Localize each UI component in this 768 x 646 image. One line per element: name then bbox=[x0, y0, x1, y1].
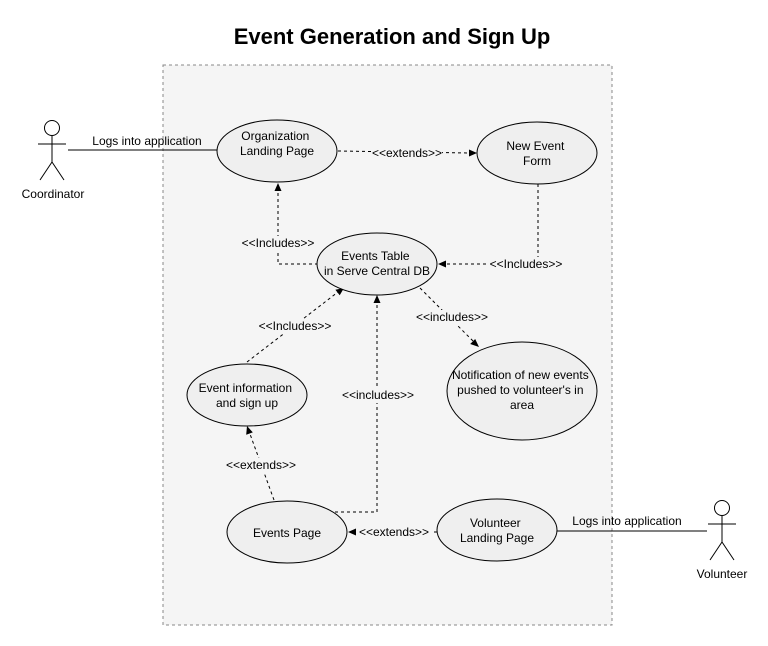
use-case-notification-line-2: pushed to volunteer's in bbox=[457, 383, 583, 397]
use-case-notification-text: Notification of new events pushed to vol… bbox=[452, 368, 592, 412]
use-case-new-event-form-text: New Event Form bbox=[506, 139, 567, 168]
use-case-events-table: Events Table in Serve Central DB bbox=[316, 232, 438, 296]
use-case-event-information: Event information and sign up bbox=[186, 363, 308, 427]
use-case-events-page: Events Page bbox=[226, 500, 348, 564]
org-to-newform-label: <<extends>> bbox=[372, 146, 442, 160]
volunteer-left-leg bbox=[709, 541, 723, 561]
use-case-new-event-form-line-2: Form bbox=[523, 154, 551, 168]
volunteer-to-eventspage-label-bg bbox=[356, 525, 432, 540]
newform-to-table-label: <<Includes>> bbox=[490, 257, 563, 271]
use-case-notification-line-3: area bbox=[510, 398, 534, 412]
use-case-volunteer-landing-page-line-2: Landing Page bbox=[460, 531, 534, 545]
volunteer-association-label: Logs into application bbox=[572, 514, 681, 528]
eventinfo-to-table-arrowhead bbox=[335, 288, 344, 296]
table-to-notification-label: <<includes>> bbox=[416, 310, 488, 324]
use-case-organization-landing-page-ellipse bbox=[216, 119, 338, 183]
coordinator-head bbox=[44, 120, 60, 136]
eventspage-to-table-line bbox=[335, 302, 378, 513]
newform-to-table-arrowhead bbox=[438, 260, 446, 268]
table-to-org-label-bg bbox=[240, 236, 316, 251]
use-case-organization-landing-page: Organization Landing Page bbox=[216, 119, 338, 183]
coordinator-label: Coordinator bbox=[22, 187, 85, 201]
volunteer-actor: Volunteer bbox=[697, 500, 748, 581]
use-case-events-table-text: Events Table in Serve Central DB bbox=[324, 249, 430, 278]
use-case-volunteer-landing-page-line-1: Volunteer bbox=[470, 516, 521, 530]
use-case-event-information-text: Event information and sign up bbox=[199, 381, 296, 410]
use-case-new-event-form-ellipse bbox=[476, 121, 598, 185]
use-case-new-event-form: New Event Form bbox=[476, 121, 598, 185]
eventspage-to-eventinfo-label-bg bbox=[224, 458, 298, 473]
diagram-title: Event Generation and Sign Up bbox=[234, 24, 551, 49]
eventspage-to-table-label-bg bbox=[340, 388, 416, 403]
volunteer-head bbox=[714, 500, 730, 516]
eventspage-to-table-arrowhead bbox=[373, 295, 381, 303]
use-case-new-event-form-line-1: New Event bbox=[506, 139, 565, 153]
use-case-organization-landing-page-line-2: Landing Page bbox=[240, 144, 314, 158]
use-case-events-page-line-1: Events Page bbox=[253, 526, 321, 540]
coordinator-left-leg bbox=[39, 161, 53, 181]
use-case-notification-line-1: Notification of new events bbox=[452, 368, 589, 382]
use-case-organization-landing-page-text: Organization Landing Page bbox=[240, 129, 314, 158]
use-case-volunteer-landing-page-text: Volunteer Landing Page bbox=[460, 516, 534, 545]
table-to-org-line bbox=[277, 190, 318, 265]
use-case-notification-ellipse bbox=[446, 341, 598, 441]
volunteer-to-eventspage-label: <<extends>> bbox=[359, 525, 429, 539]
eventinfo-to-table-line bbox=[246, 291, 339, 363]
use-case-events-page-ellipse bbox=[226, 500, 348, 564]
use-case-volunteer-landing-page: Volunteer Landing Page bbox=[436, 498, 558, 562]
table-to-notification-label-bg bbox=[414, 310, 490, 325]
eventspage-to-table-label: <<includes>> bbox=[342, 388, 414, 402]
use-case-event-information-line-2: and sign up bbox=[216, 396, 278, 410]
table-to-org-label: <<Includes>> bbox=[242, 236, 315, 250]
table-to-notification-arrowhead bbox=[470, 339, 479, 347]
eventspage-to-eventinfo-arrowhead bbox=[246, 426, 253, 435]
eventinfo-to-table-label-bg bbox=[257, 319, 333, 334]
use-case-volunteer-landing-page-ellipse bbox=[436, 498, 558, 562]
volunteer-label: Volunteer bbox=[697, 567, 748, 581]
use-case-events-table-ellipse bbox=[316, 232, 438, 296]
coordinator-actor: Coordinator bbox=[22, 120, 85, 201]
eventinfo-to-table-label: <<Includes>> bbox=[259, 319, 332, 333]
volunteer-right-leg bbox=[721, 541, 735, 561]
table-to-org-arrowhead bbox=[274, 183, 282, 191]
eventspage-to-eventinfo-label: <<extends>> bbox=[226, 458, 296, 472]
coordinator-right-leg bbox=[51, 161, 65, 181]
newform-to-table-label-bg bbox=[488, 257, 564, 272]
org-to-newform-arrowhead bbox=[469, 149, 477, 157]
volunteer-to-eventspage-arrowhead bbox=[348, 528, 356, 536]
use-case-event-information-line-1: Event information bbox=[199, 381, 292, 395]
use-case-event-information-ellipse bbox=[186, 363, 308, 427]
use-case-events-table-line-2: in Serve Central DB bbox=[324, 264, 430, 278]
use-case-events-table-line-1: Events Table bbox=[341, 249, 410, 263]
org-to-newform-label-bg bbox=[372, 145, 442, 160]
use-case-organization-landing-page-line-1: Organization bbox=[241, 129, 309, 143]
coordinator-association-label: Logs into application bbox=[92, 134, 201, 148]
use-case-notification: Notification of new events pushed to vol… bbox=[446, 341, 598, 441]
